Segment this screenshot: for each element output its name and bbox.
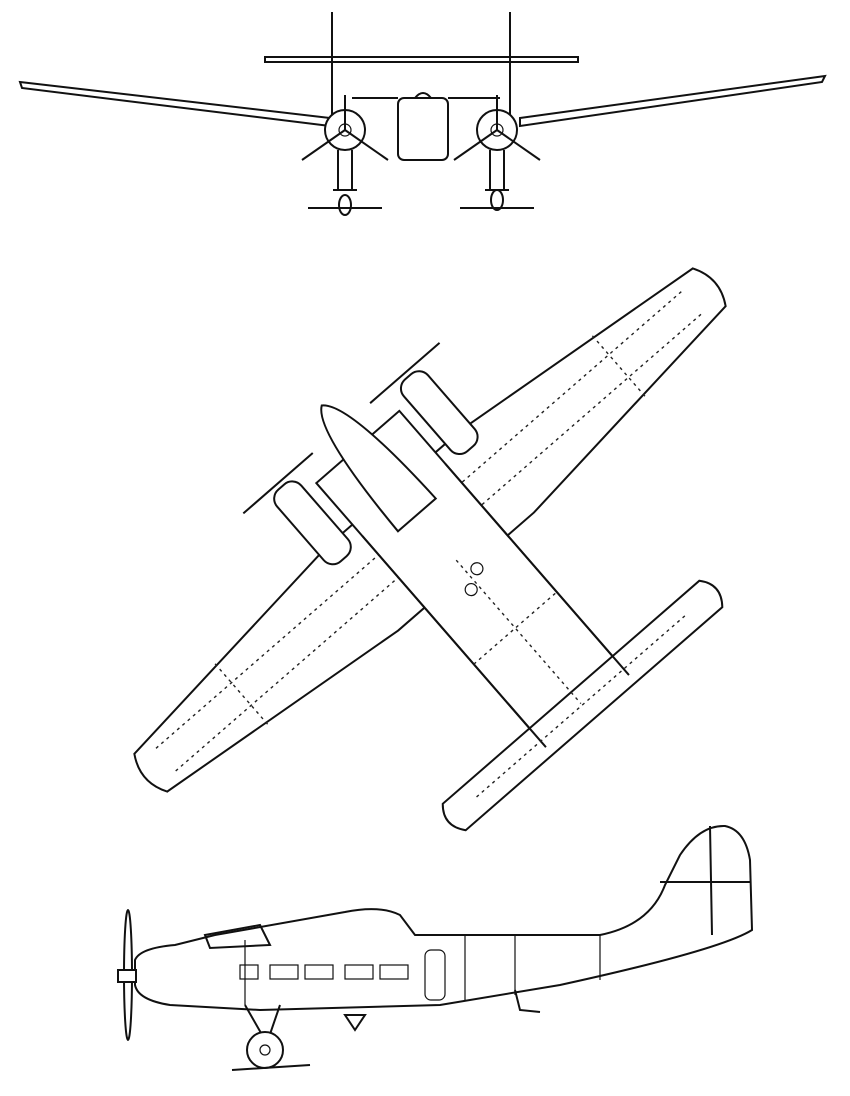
side-windows bbox=[239, 949, 446, 1001]
top-right-nacelle bbox=[369, 342, 479, 456]
side-landing-gear bbox=[231, 989, 541, 1071]
side-propeller bbox=[117, 909, 137, 1041]
front-view bbox=[18, 12, 827, 216]
side-fuselage bbox=[134, 824, 754, 1012]
top-tailplane bbox=[441, 579, 724, 832]
side-tail-fin bbox=[660, 825, 750, 936]
side-view bbox=[117, 824, 754, 1071]
front-upper-wing bbox=[264, 56, 579, 63]
top-view bbox=[133, 267, 727, 832]
front-left-engine bbox=[301, 95, 389, 216]
front-right-engine bbox=[453, 95, 541, 211]
top-nose bbox=[320, 404, 438, 533]
top-left-nacelle bbox=[242, 452, 352, 566]
front-fuselage bbox=[397, 97, 449, 161]
